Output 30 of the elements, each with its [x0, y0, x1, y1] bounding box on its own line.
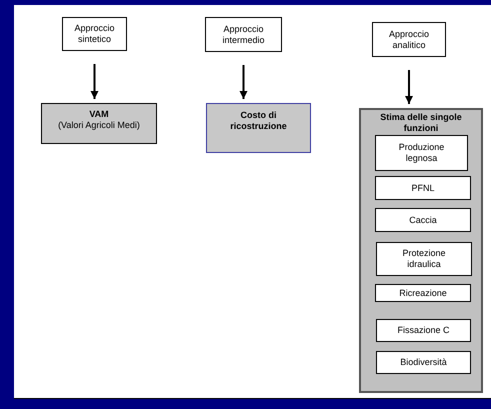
box-heading: Costo di ricostruzione [229, 110, 288, 132]
box-heading: VAM [89, 109, 109, 120]
process-box [375, 208, 471, 232]
box-label: (Valori Agricoli Medi) [58, 120, 140, 131]
process-box [376, 319, 471, 342]
box-label: PFNL [411, 182, 434, 194]
arrow [240, 65, 248, 99]
process-box [62, 17, 127, 51]
box-label: Ricreazione [399, 288, 447, 298]
box-label: Protezione idraulica [401, 248, 447, 270]
box-label: Caccia [409, 214, 437, 226]
result-box [206, 103, 311, 153]
process-box [205, 17, 282, 52]
box-label: Approccio analitico [388, 28, 430, 50]
process-box [376, 242, 472, 276]
box-label: Fissazione C [397, 325, 450, 336]
box-label: Produzione legnosa [398, 142, 446, 164]
process-box [375, 176, 471, 200]
process-box [376, 351, 471, 374]
box-label: Approccio intermedio [221, 24, 266, 46]
box-label: Approccio sintetico [73, 23, 116, 45]
arrow [90, 64, 98, 99]
box-label: Biodiversità [400, 357, 447, 368]
process-box [372, 22, 446, 57]
group-container [359, 108, 483, 393]
process-box [375, 284, 471, 302]
box-heading: Stima delle singole funzioni [379, 112, 463, 134]
process-box [375, 135, 468, 171]
arrow [405, 70, 413, 104]
result-box [41, 103, 157, 144]
